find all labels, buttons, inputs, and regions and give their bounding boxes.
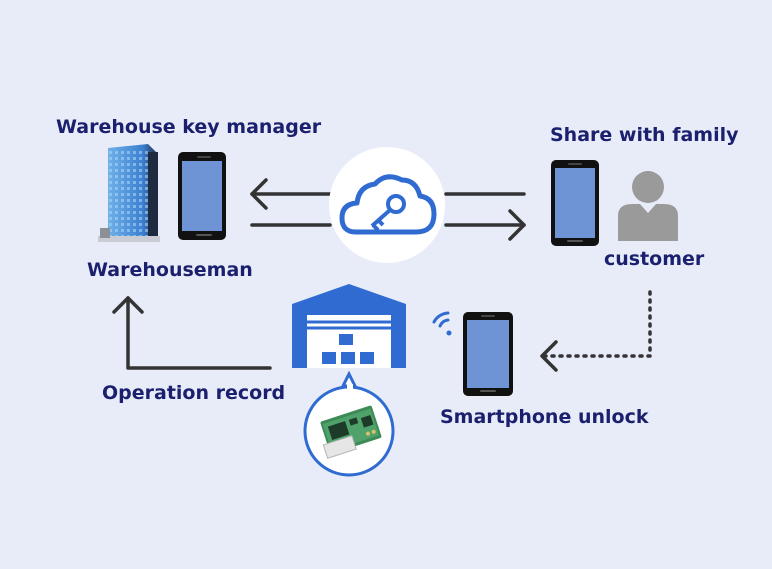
cloud-key-icon xyxy=(329,147,445,263)
lock-controller-board-icon xyxy=(303,370,395,477)
wifi-signal-icon xyxy=(432,311,452,336)
share-label: Share with family xyxy=(550,124,739,146)
sync-arrows-right xyxy=(444,192,526,241)
unlock-phone-icon xyxy=(463,312,513,396)
manager-label: Warehouse key manager xyxy=(56,116,322,138)
family-phone-icon xyxy=(551,160,599,246)
customer-label: customer xyxy=(604,248,705,270)
operation-record-label: Operation record xyxy=(102,382,286,404)
smartphone-unlock-label: Smartphone unlock xyxy=(440,406,649,428)
sync-arrows-left xyxy=(250,178,332,227)
office-building-icon xyxy=(98,144,160,242)
record-arrow xyxy=(112,296,272,370)
dotted-arrow xyxy=(540,290,652,372)
customer-person-icon xyxy=(618,171,678,241)
warehouse-icon xyxy=(292,284,406,368)
warehouseman-label: Warehouseman xyxy=(87,259,253,281)
manager-phone-icon xyxy=(178,152,226,240)
